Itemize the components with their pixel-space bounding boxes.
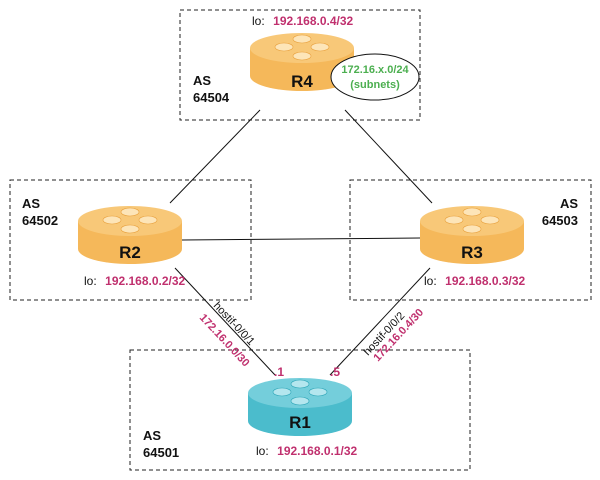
link-r2-r3 [181,237,421,241]
as-box-64504 [179,9,421,121]
subnets-note-ellipse [330,53,420,101]
as-r1-label-line1: AS [143,428,161,443]
router-r2[interactable]: R2 [77,205,183,265]
router-r3-name: R3 [461,243,483,262]
router-r3[interactable]: R3 [419,205,525,265]
r2-loopback: lo: 192.168.0.2/32 [84,272,186,289]
router-r2-name: R2 [119,243,141,262]
as-r3-label-line2: 64503 [542,213,578,228]
subnets-note-line1: 172.16.x.0/24 [341,64,409,76]
router-r4-name: R4 [291,72,313,91]
subnets-note-line2: (subnets) [350,79,400,91]
router-r1-name: R1 [289,413,311,432]
link-r4-r2 [169,109,261,204]
as-box-64502 [9,179,252,301]
link-r2-r1 [174,267,276,376]
r2-r1-port: .1 [274,365,284,379]
as-r2-label-line1: AS [22,196,40,211]
as-r2-label-line2: 64502 [22,213,58,228]
link-r4-r3 [344,109,433,204]
as-r1-label-line2: 64501 [143,445,179,460]
as-box-64503 [349,179,592,301]
r3-loopback: lo: 192.168.0.3/32 [424,272,526,289]
r3-r1-port: .5 [330,365,340,379]
r1-loopback: lo: 192.168.0.1/32 [256,442,358,459]
link-r3-r1 [329,267,431,376]
as-r4-label-line1: AS [193,73,211,88]
r4-loopback: lo: 192.168.0.4/32 [252,12,354,29]
as-r3-label-line1: AS [560,196,578,211]
router-r4[interactable]: R4 [249,32,355,92]
as-r4-label-line2: 64504 [193,90,230,105]
router-r1[interactable]: R1 [247,377,353,437]
as-box-64501 [129,349,471,471]
